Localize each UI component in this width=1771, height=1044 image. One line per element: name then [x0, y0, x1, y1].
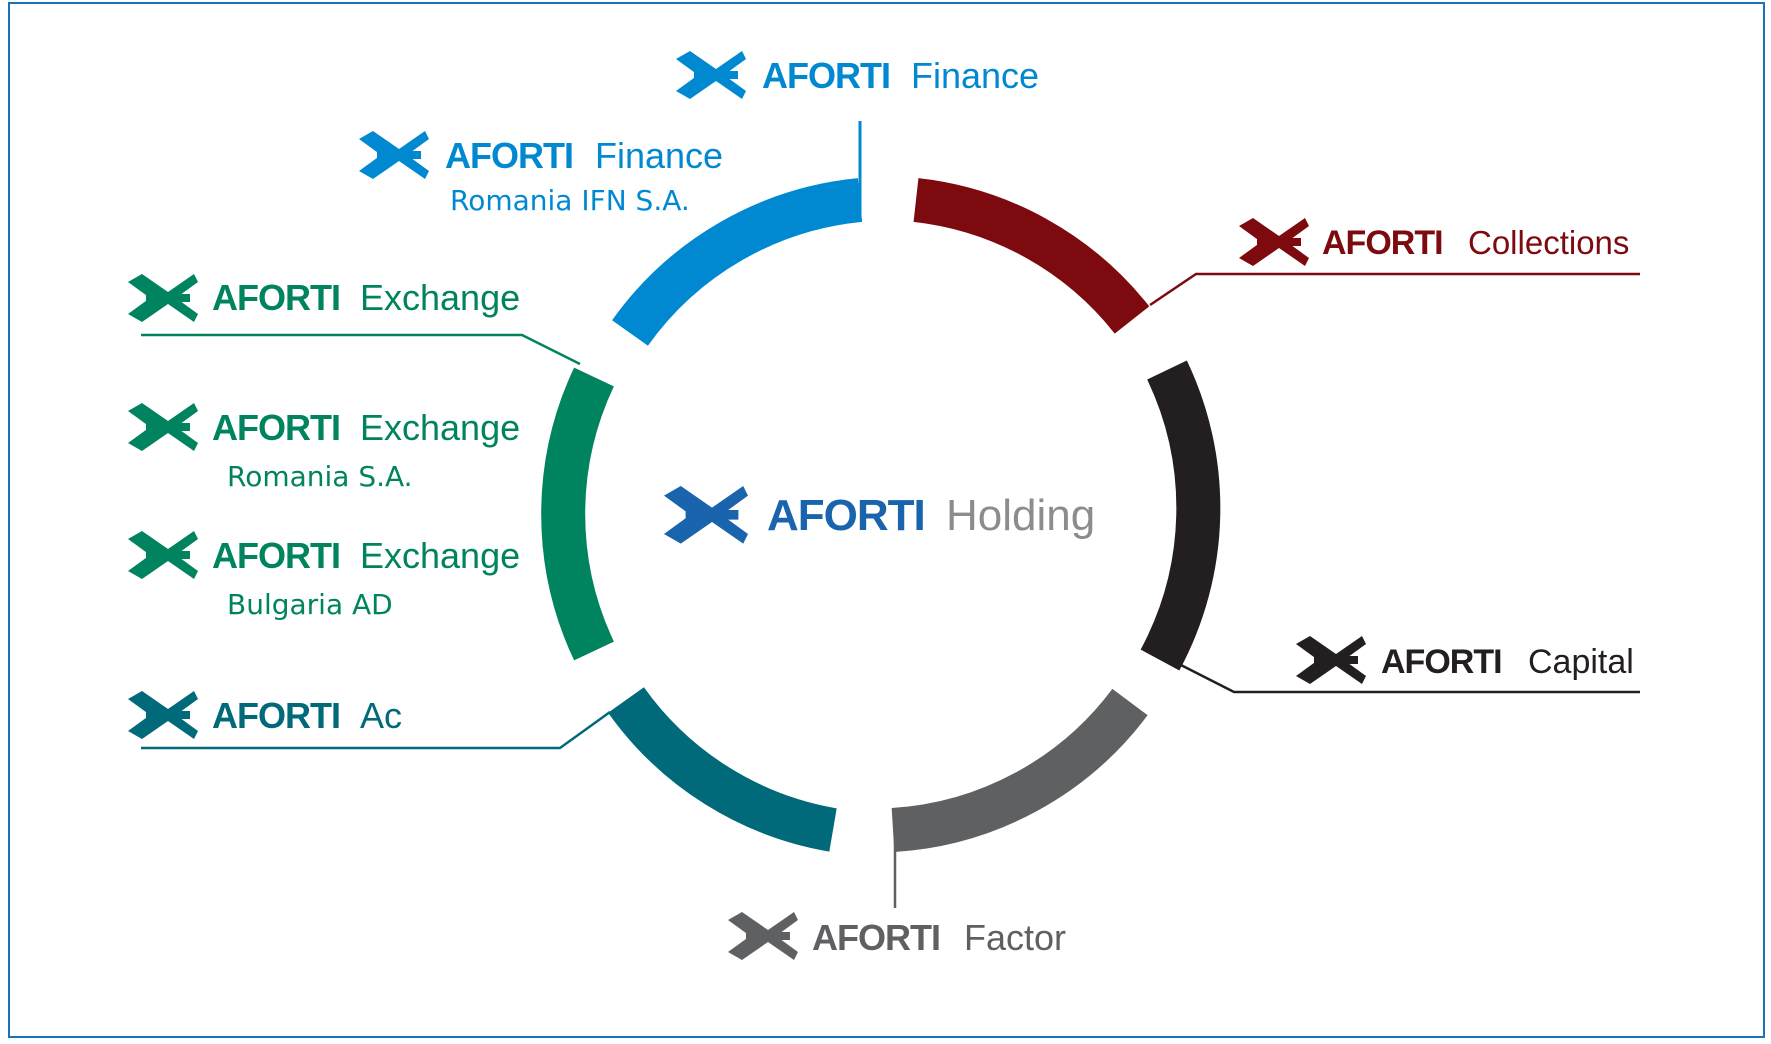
exchange-bg-brand: AFORTI — [212, 535, 340, 576]
exchange-bg-sub: Bulgaria AD — [227, 588, 393, 621]
aforti-logo-icon — [1239, 218, 1309, 266]
company-finance: AFORTI Finance — [676, 51, 1039, 99]
aforti-logo-icon — [128, 274, 198, 322]
aforti-logo-icon — [728, 912, 798, 960]
ring-segment-ac — [608, 687, 837, 852]
holding-brand: AFORTI — [767, 491, 925, 540]
ac-brand: AFORTI — [212, 695, 340, 736]
ring-segment-finance — [612, 178, 863, 346]
factor-brand: AFORTI — [812, 917, 940, 958]
connector-collections — [1149, 272, 1640, 307]
company-exchange: AFORTI Exchange — [128, 274, 520, 322]
holding-unit: Holding — [946, 491, 1095, 540]
ring-segment-capital — [1140, 360, 1221, 671]
collections-unit: Collections — [1468, 224, 1629, 261]
company-ac: AFORTI Ac — [128, 691, 402, 739]
company-finance-romania: AFORTI Finance Romania IFN S.A. — [359, 131, 723, 217]
collections-brand: AFORTI — [1322, 224, 1443, 262]
exchange-unit: Exchange — [360, 277, 520, 318]
aforti-logo-icon — [128, 403, 198, 451]
factor-unit: Factor — [964, 917, 1066, 958]
ring-segment-factor — [891, 688, 1148, 852]
ac-unit: Ac — [360, 695, 402, 736]
aforti-logo-icon — [128, 531, 198, 579]
exchange-ro-brand: AFORTI — [212, 407, 340, 448]
exchange-bg-unit: Exchange — [360, 535, 520, 576]
capital-unit: Capital — [1528, 643, 1634, 681]
finance-brand: AFORTI — [762, 55, 890, 96]
finance-ro-sub: Romania IFN S.A. — [450, 184, 690, 217]
diagram-frame — [8, 2, 1765, 1038]
connector-ac — [141, 710, 611, 750]
exchange-brand: AFORTI — [212, 277, 340, 318]
company-collections: AFORTI Collections — [1239, 218, 1629, 266]
company-exchange-bulgaria: AFORTI Exchange Bulgaria AD — [128, 531, 520, 621]
company-exchange-romania: AFORTI Exchange Romania S.A. — [128, 403, 520, 493]
company-factor: AFORTI Factor — [728, 912, 1066, 960]
company-capital: AFORTI Capital — [1296, 636, 1634, 684]
finance-unit: Finance — [911, 55, 1039, 96]
holding-logo: AFORTI Holding — [664, 486, 1095, 544]
exchange-ro-sub: Romania S.A. — [227, 460, 413, 493]
aforti-logo-icon — [1296, 636, 1366, 684]
ring-segment-exchange — [541, 367, 614, 661]
aforti-logo-icon — [128, 691, 198, 739]
exchange-ro-unit: Exchange — [360, 407, 520, 448]
ring-segment-collections — [913, 178, 1150, 334]
finance-ro-brand: AFORTI — [445, 135, 573, 176]
connector-capital — [1174, 660, 1640, 694]
connector-exchange — [141, 333, 581, 366]
aforti-logo-icon — [676, 51, 746, 99]
capital-brand: AFORTI — [1381, 643, 1502, 681]
aforti-logo-icon — [359, 131, 429, 179]
aforti-logo-icon — [664, 486, 748, 544]
finance-ro-unit: Finance — [595, 135, 723, 176]
